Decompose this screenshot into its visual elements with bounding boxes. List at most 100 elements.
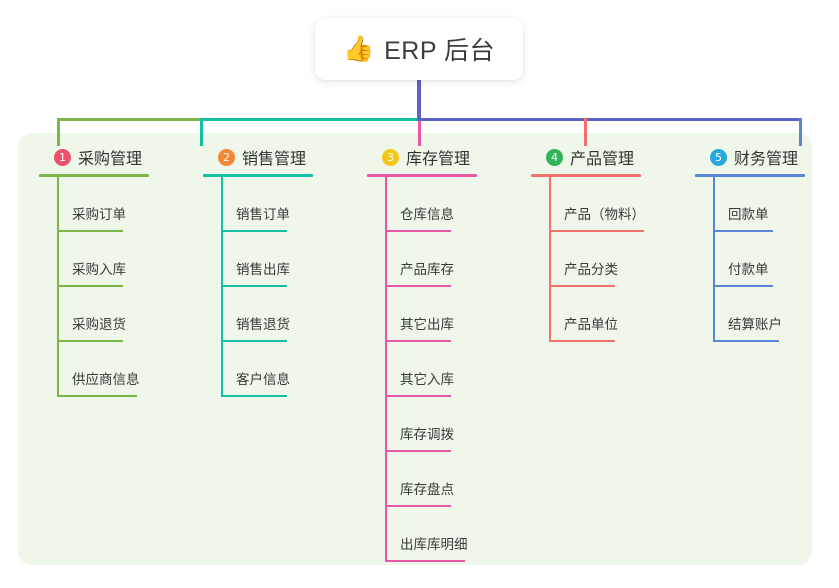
leaf-node[interactable]: 出库库明细 (364, 507, 477, 562)
leaf-node[interactable]: 付款单 (692, 232, 805, 287)
branch-underline (203, 174, 313, 177)
branch-spine (57, 177, 59, 397)
connector-drop (200, 118, 203, 146)
leaf-underline (221, 340, 287, 342)
leaf-node[interactable]: 采购退货 (36, 287, 149, 342)
leaf-underline (221, 230, 287, 232)
branch-spine (221, 177, 223, 397)
branch-body: 回款单付款单结算账户 (692, 177, 805, 342)
leaf-label: 产品（物料） (564, 207, 645, 222)
leaf-label: 产品分类 (564, 262, 618, 277)
leaf-node[interactable]: 回款单 (692, 177, 805, 232)
leaf-label: 库存盘点 (400, 482, 454, 497)
branch-body: 产品（物料） 产品分类产品单位 (528, 177, 645, 342)
leaf-node[interactable]: 采购订单 (36, 177, 149, 232)
branch-underline (39, 174, 149, 177)
branch-title: 财务管理 (734, 151, 799, 168)
branch-column: 3 库存管理仓库信息产品库存其它出库其它入库库存调拨库存盘点出库库明细 (364, 145, 477, 562)
leaf-node[interactable]: 结算账户 (692, 287, 805, 342)
leaf-underline (385, 285, 451, 287)
leaf-label: 采购订单 (72, 207, 126, 222)
leaf-label: 销售订单 (236, 207, 290, 222)
leaf-underline (385, 230, 451, 232)
leaf-node[interactable]: 其它入库 (364, 342, 477, 397)
branch-index-badge: 3 (382, 148, 399, 166)
branch-column: 5 财务管理回款单付款单结算账户 (692, 145, 805, 342)
connector-drop (418, 121, 421, 146)
leaf-node[interactable]: 产品单位 (528, 287, 641, 342)
connector-bar-segment (200, 118, 419, 121)
branch-index-badge: 4 (546, 148, 563, 166)
leaf-label: 产品单位 (564, 317, 618, 332)
connector-drop (57, 118, 60, 146)
thumbs-up-icon: 👍 (342, 34, 375, 63)
leaf-label: 供应商信息 (72, 372, 140, 387)
leaf-underline (713, 340, 779, 342)
root-title: ERP 后台 (384, 37, 496, 65)
branch-body: 仓库信息产品库存其它出库其它入库库存调拨库存盘点出库库明细 (364, 177, 477, 562)
branch-title: 销售管理 (242, 151, 307, 168)
root-stem (417, 80, 421, 121)
leaf-underline (385, 560, 465, 562)
leaf-underline (57, 395, 137, 397)
leaf-underline (713, 230, 773, 232)
leaf-label: 产品库存 (400, 262, 454, 277)
leaf-label: 销售出库 (236, 262, 290, 277)
branch-title: 采购管理 (78, 151, 143, 168)
leaf-node[interactable]: 产品库存 (364, 232, 477, 287)
leaf-label: 回款单 (728, 207, 769, 222)
leaf-node[interactable]: 客户信息 (200, 342, 313, 397)
leaf-node[interactable]: 库存盘点 (364, 452, 477, 507)
leaf-label: 库存调拨 (400, 427, 454, 442)
leaf-underline (385, 340, 451, 342)
leaf-underline (57, 230, 123, 232)
branch-title: 库存管理 (406, 151, 471, 168)
leaf-label: 销售退货 (236, 317, 290, 332)
connector-bar-segment (419, 118, 801, 121)
root-node[interactable]: 👍 ERP 后台 (315, 18, 523, 80)
branch-column: 1 采购管理采购订单采购入库采购退货供应商信息 (36, 145, 149, 397)
leaf-node[interactable]: 产品（物料） (528, 177, 645, 232)
leaf-node[interactable]: 库存调拨 (364, 397, 477, 452)
leaf-node[interactable]: 销售订单 (200, 177, 313, 232)
branch-index-badge: 5 (710, 148, 727, 166)
leaf-label: 其它出库 (400, 317, 454, 332)
branch-spine (713, 177, 715, 342)
branch-header[interactable]: 5 财务管理 (692, 145, 805, 169)
leaf-underline (549, 230, 644, 232)
branch-underline (695, 174, 805, 177)
leaf-underline (57, 340, 123, 342)
leaf-node[interactable]: 销售退货 (200, 287, 313, 342)
leaf-underline (385, 450, 451, 452)
diagram-panel (18, 133, 812, 565)
branch-index-badge: 1 (54, 148, 71, 166)
leaf-node[interactable]: 采购入库 (36, 232, 149, 287)
leaf-underline (57, 285, 123, 287)
leaf-node[interactable]: 其它出库 (364, 287, 477, 342)
leaf-node[interactable]: 销售出库 (200, 232, 313, 287)
leaf-label: 采购退货 (72, 317, 126, 332)
leaf-node[interactable]: 产品分类 (528, 232, 641, 287)
leaf-node[interactable]: 仓库信息 (364, 177, 477, 232)
branch-spine (385, 177, 387, 562)
leaf-label: 采购入库 (72, 262, 126, 277)
leaf-node[interactable]: 供应商信息 (36, 342, 149, 397)
branch-body: 销售订单销售出库销售退货客户信息 (200, 177, 313, 397)
leaf-underline (221, 395, 287, 397)
leaf-label: 出库库明细 (400, 537, 468, 552)
connector-drop (584, 118, 587, 146)
leaf-label: 付款单 (728, 262, 769, 277)
branch-header[interactable]: 3 库存管理 (364, 145, 477, 169)
leaf-underline (713, 285, 773, 287)
branch-header[interactable]: 1 采购管理 (36, 145, 149, 169)
leaf-label: 其它入库 (400, 372, 454, 387)
leaf-label: 结算账户 (728, 317, 782, 332)
leaf-underline (549, 340, 615, 342)
branch-spine (549, 177, 551, 342)
branch-underline (367, 174, 477, 177)
branch-body: 采购订单采购入库采购退货供应商信息 (36, 177, 149, 397)
connector-bar-segment (57, 118, 200, 121)
